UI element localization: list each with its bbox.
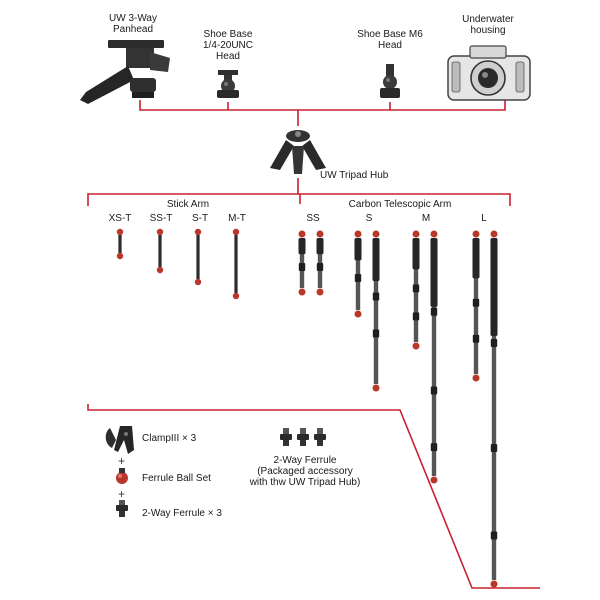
head-label-line: Underwater	[462, 14, 514, 25]
connector-heads	[139, 100, 506, 111]
head-label-line: Head	[216, 51, 240, 62]
carbon-arm-title: Carbon Telescopic Arm	[348, 199, 452, 210]
head-label-shoe-unc: Shoe Base 1/4-20UNC Head	[188, 29, 268, 62]
carbon-arm-icon	[412, 230, 420, 350]
clamp-label: ClampIII × 3	[142, 433, 197, 444]
connector-accessories	[87, 404, 540, 589]
two-way-ferrule-label: 2-Way Ferrule × 3	[142, 508, 222, 519]
head-label-line: Panhead	[112, 24, 154, 35]
stick-arm-icon	[156, 228, 164, 274]
stick-arm-icon	[232, 228, 240, 300]
carbon-size-label: L	[481, 213, 487, 224]
packaged-ferrule-label: 2-Way Ferrule (Packaged accessory with t…	[230, 455, 380, 488]
stick-size-label: SS-T	[149, 213, 173, 224]
carbon-arm-icon	[372, 230, 380, 392]
two-way-ferrule-icon	[116, 500, 128, 517]
carbon-arm-icon	[316, 230, 324, 296]
camera-housing-icon	[447, 45, 531, 101]
carbon-size-label: S	[365, 213, 373, 224]
carbon-size-label: M	[421, 213, 431, 224]
stick-size-label: S-T	[191, 213, 209, 224]
stick-arm-icon	[116, 228, 124, 260]
connector-arms	[87, 193, 511, 206]
carbon-arm-icon	[490, 230, 498, 588]
carbon-arm-icon	[430, 230, 438, 484]
packaged-label-line: with thw UW Tripad Hub)	[249, 477, 361, 488]
clamp-icon	[105, 426, 134, 454]
ball-head-icon	[217, 70, 239, 98]
head-label-line: Shoe Base	[203, 29, 253, 40]
head-label-panhead: UW 3-Way Panhead	[98, 13, 168, 35]
stick-arm-title: Stick Arm	[166, 199, 210, 210]
head-label-line: Shoe Base M6	[357, 29, 423, 40]
stick-size-label: M-T	[228, 213, 246, 224]
stick-size-label: XS-T	[108, 213, 132, 224]
packaged-label-line: 2-Way Ferrule	[273, 455, 337, 466]
carbon-arm-icon	[354, 230, 362, 318]
stick-arm-group	[116, 228, 240, 300]
head-label-line: housing	[470, 25, 506, 36]
stick-arm-icon	[194, 228, 202, 286]
packaged-ferrule-icons	[280, 428, 326, 446]
three-way-panhead-icon	[80, 40, 170, 104]
head-label-line: UW 3-Way	[109, 13, 157, 24]
carbon-arm-icon	[472, 230, 480, 382]
carbon-arm-group	[298, 230, 498, 588]
head-label-line: Head	[378, 40, 402, 51]
head-label-housing: Underwater housing	[448, 14, 528, 36]
plus-sign: +	[118, 487, 126, 501]
head-label-shoe-m6: Shoe Base M6 Head	[340, 29, 440, 51]
connector-lines-top	[87, 100, 540, 589]
plus-sign: +	[118, 454, 126, 468]
packaged-label-line: (Packaged accessory	[257, 466, 353, 477]
tripod-hub-icon	[270, 130, 326, 174]
ball-head-m6-icon	[380, 64, 400, 98]
ferrule-ball-icon	[116, 468, 128, 484]
hub-label: UW Tripad Hub	[320, 170, 389, 181]
head-label-line: 1/4-20UNC	[202, 40, 254, 51]
carbon-arm-icon	[298, 230, 306, 296]
ferrule-ball-label: Ferrule Ball Set	[142, 473, 211, 484]
carbon-size-label: SS	[306, 213, 320, 224]
